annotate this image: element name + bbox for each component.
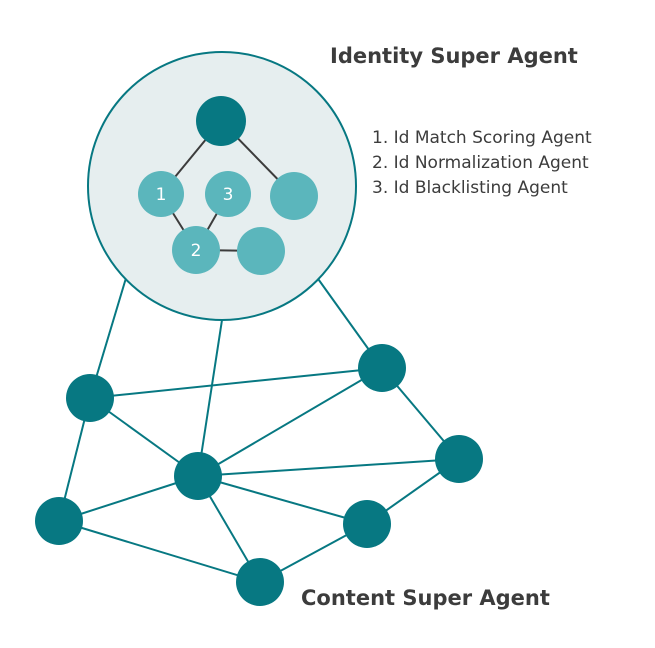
content-network-edges — [58, 367, 460, 583]
content-super-agent-title: Content Super Agent — [301, 586, 550, 610]
network-edge — [197, 475, 368, 525]
agent-list-item: 1. Id Match Scoring Agent — [372, 128, 592, 148]
content-node — [236, 558, 284, 606]
network-edge — [58, 475, 199, 522]
identity-node-unlabeled-bottom — [237, 227, 285, 275]
network-edge — [197, 367, 383, 477]
content-node — [343, 500, 391, 548]
content-node — [435, 435, 483, 483]
identity-node-2-label: 2 — [191, 241, 202, 261]
network-edge — [89, 367, 383, 399]
identity-node-2 — [172, 226, 220, 274]
identity-node-unlabeled-right — [270, 172, 318, 220]
content-node — [35, 497, 83, 545]
network-edge — [58, 520, 261, 583]
content-node — [174, 452, 222, 500]
content-node — [358, 344, 406, 392]
identity-node-3-label: 3 — [223, 185, 234, 205]
content-node — [66, 374, 114, 422]
identity-super-agent-title: Identity Super Agent — [330, 44, 578, 68]
identity-node-1-label: 1 — [156, 185, 167, 205]
agent-list-item: 2. Id Normalization Agent — [372, 153, 589, 173]
content-network-nodes — [35, 344, 483, 606]
identity-inner-nodes — [138, 96, 318, 275]
identity-top-node — [196, 96, 246, 146]
agent-list-item: 3. Id Blacklisting Agent — [372, 178, 568, 198]
identity-node-3 — [205, 171, 251, 217]
connector-edge — [197, 319, 223, 477]
network-edge — [197, 458, 460, 477]
identity-agent-list: 1. Id Match Scoring Agent 2. Id Normaliz… — [372, 128, 592, 198]
identity-node-1 — [138, 171, 184, 217]
